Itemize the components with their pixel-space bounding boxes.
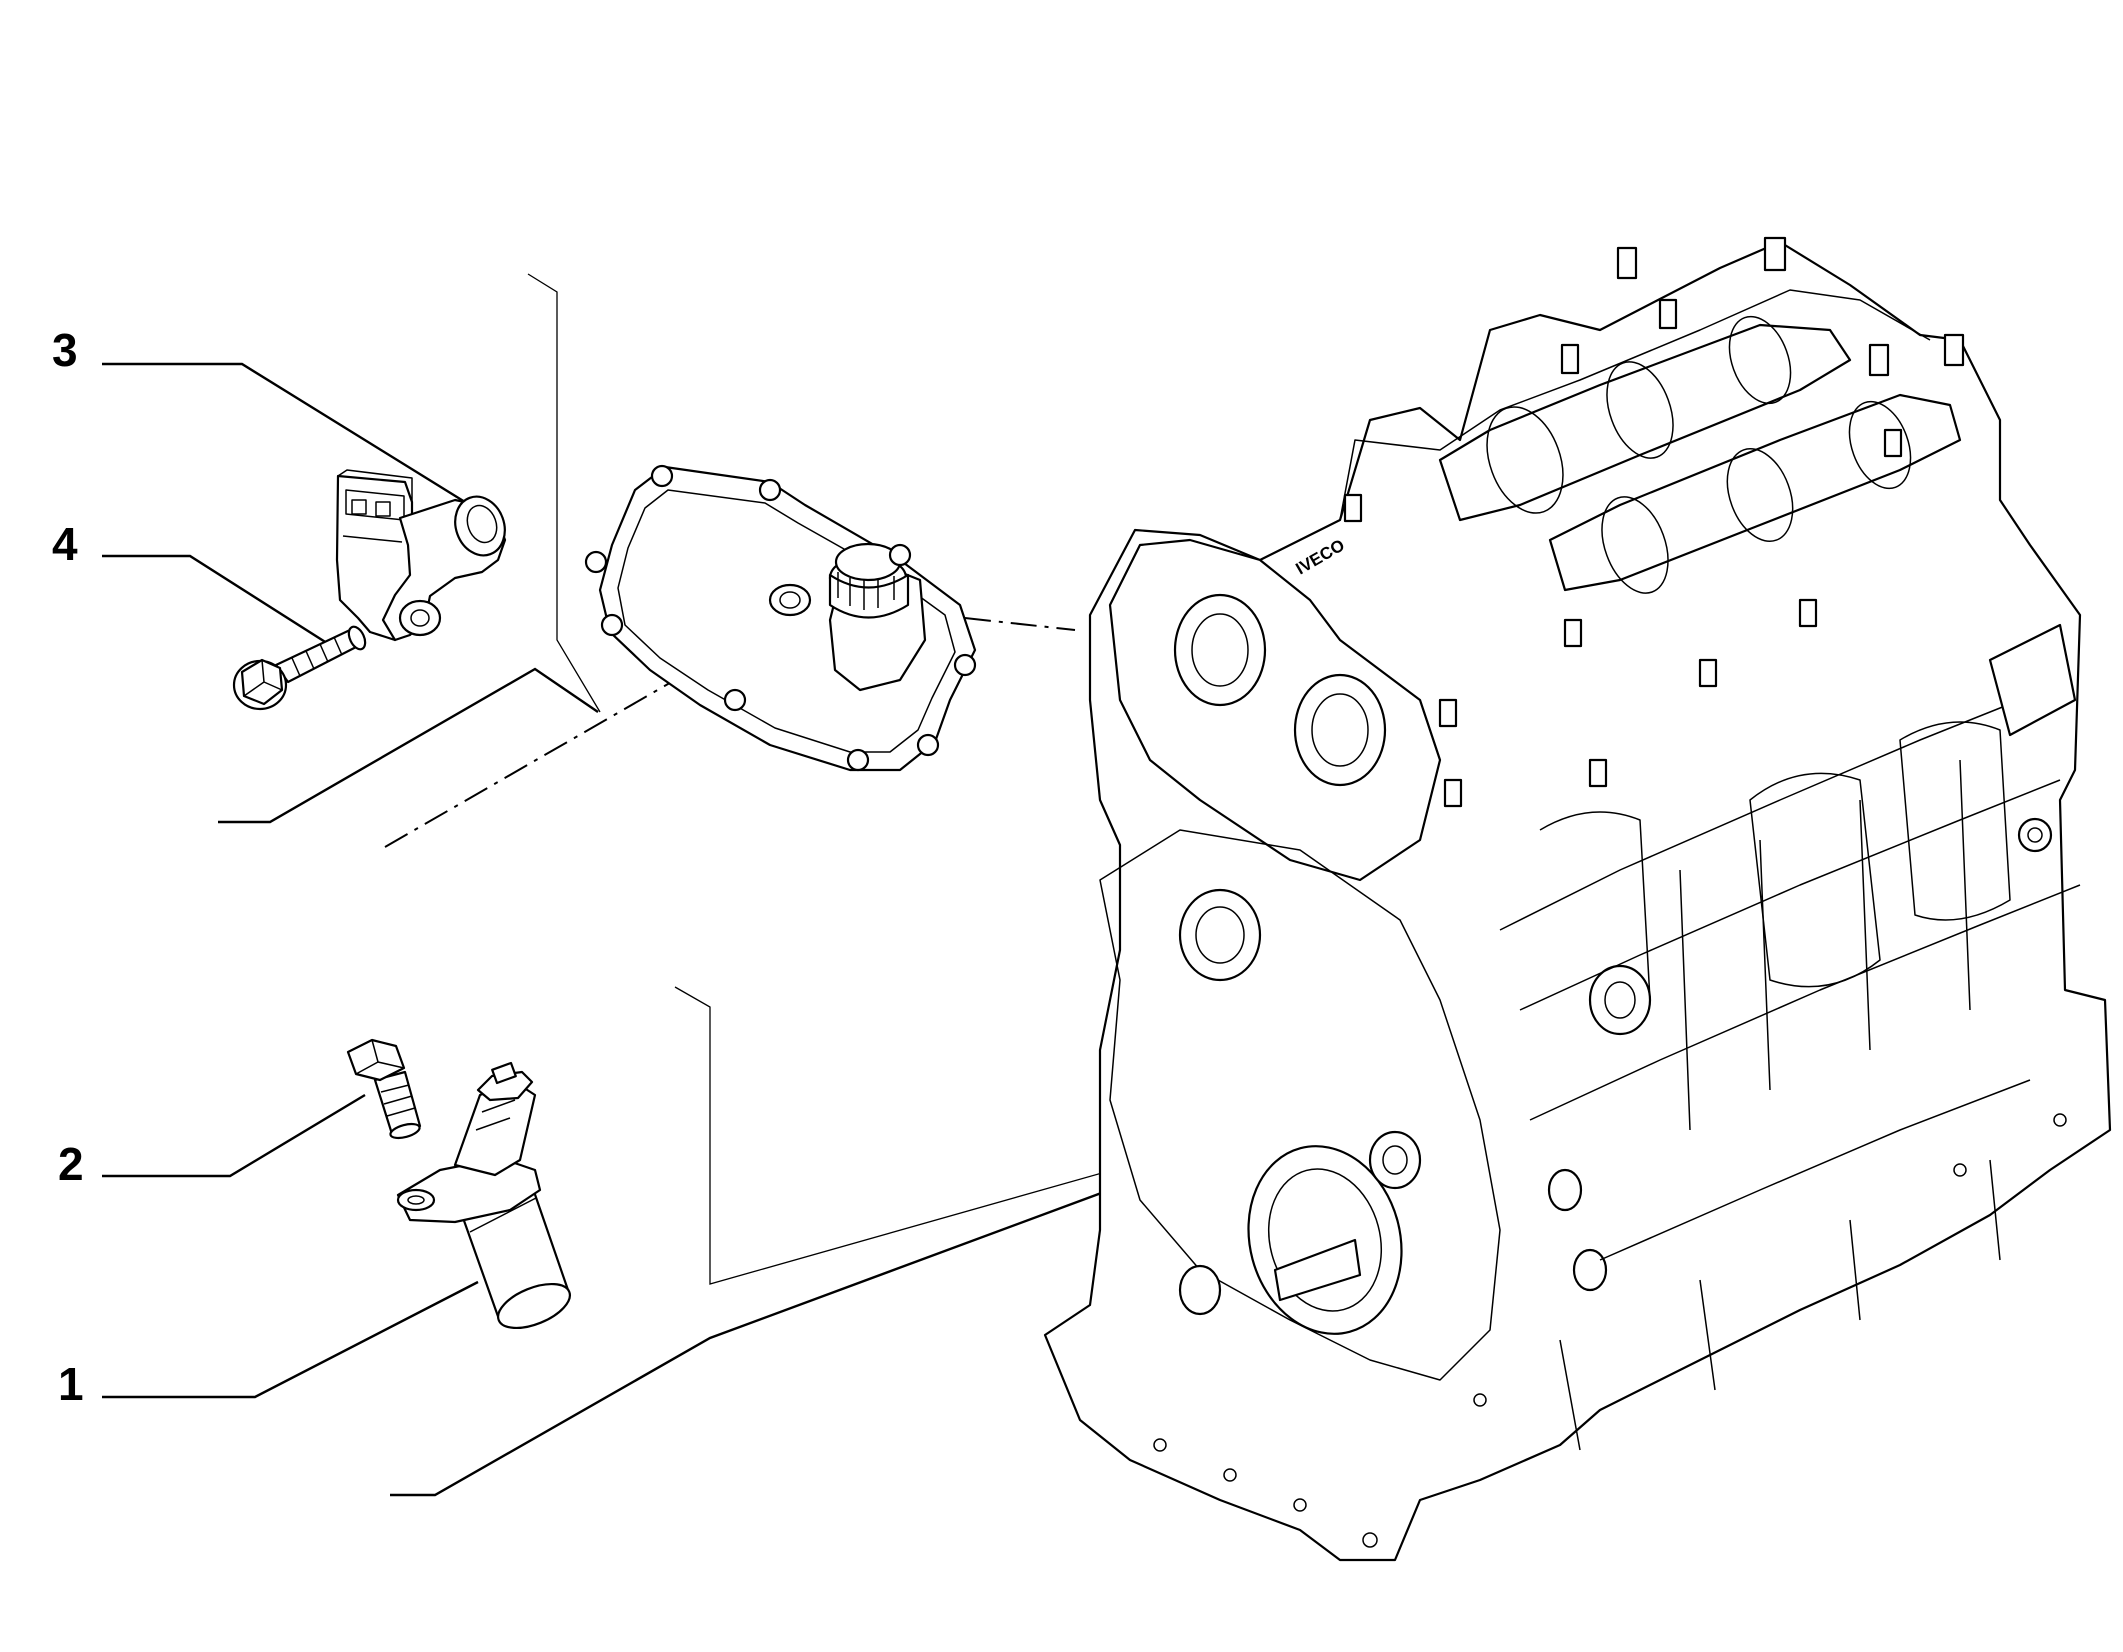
leader-lines xyxy=(102,362,1159,1497)
cam-cover-front xyxy=(1438,323,1852,522)
dash-sensor-axis xyxy=(384,607,801,848)
leader-4 xyxy=(102,554,331,647)
engine-block[interactable]: IVECO xyxy=(1043,236,2112,1562)
group-brackets xyxy=(527,273,1156,1285)
cam-cover-rear xyxy=(1548,393,1962,592)
head-bolts xyxy=(1343,236,1965,808)
bolt-part-2[interactable] xyxy=(346,1038,422,1141)
bolt-part-4[interactable] xyxy=(232,624,368,711)
dash-cover-engine xyxy=(964,617,1076,631)
leader-group-bottom xyxy=(390,1170,1159,1497)
bracket-top xyxy=(527,273,601,713)
callout-2[interactable]: 2 xyxy=(58,1138,84,1190)
callout-1[interactable]: 1 xyxy=(58,1358,84,1410)
callout-4[interactable]: 4 xyxy=(52,518,78,570)
alignment-lines xyxy=(384,607,1076,848)
crankshaft-sensor[interactable] xyxy=(396,1061,576,1337)
leader-3 xyxy=(102,362,466,504)
bracket-bottom xyxy=(674,986,1156,1285)
leader-1 xyxy=(102,1280,479,1399)
timing-cover[interactable] xyxy=(584,464,977,772)
leader-group-top xyxy=(218,667,599,824)
camshaft-sensor[interactable] xyxy=(335,469,513,642)
leader-2 xyxy=(102,1093,366,1178)
callout-3[interactable]: 3 xyxy=(52,324,78,376)
